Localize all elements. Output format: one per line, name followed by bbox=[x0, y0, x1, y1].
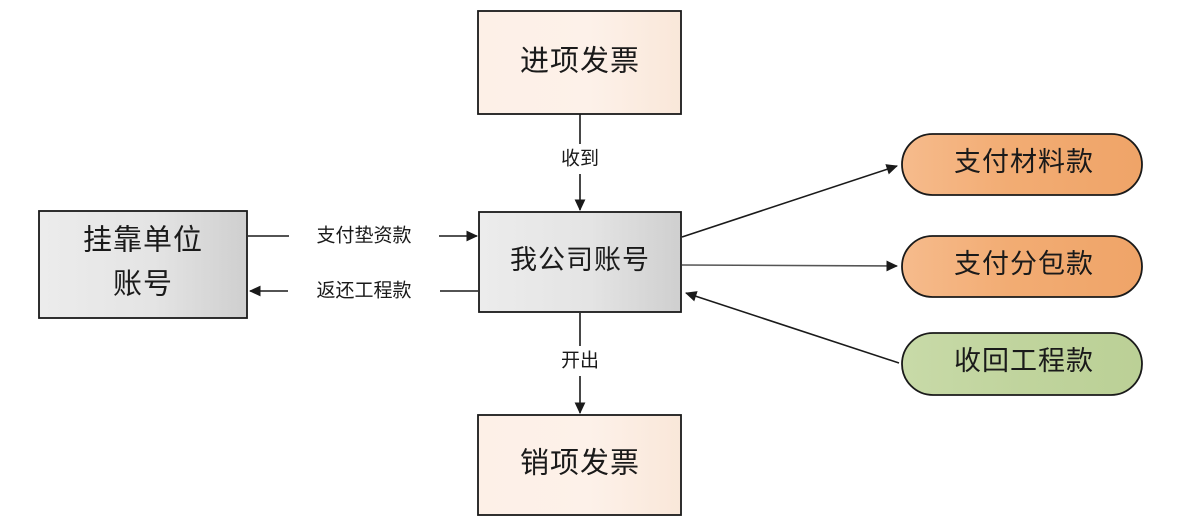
edge-account-to-pay-subcontract bbox=[681, 260, 898, 272]
pay-material-label: 支付材料款 bbox=[954, 147, 1094, 177]
pay-subcontract-node[interactable]: 支付分包款 bbox=[901, 235, 1143, 298]
edge-label-return-payment: 返还工程款 bbox=[316, 279, 411, 301]
affiliate-account-label-line2: 账号 bbox=[113, 269, 173, 301]
my-company-account-shape[interactable] bbox=[478, 211, 682, 313]
input-invoice-node[interactable]: 进项发票 bbox=[477, 10, 682, 115]
pay-material-shape[interactable] bbox=[901, 133, 1143, 196]
pay-subcontract-shape[interactable] bbox=[901, 235, 1143, 298]
input-invoice-shape[interactable] bbox=[477, 10, 682, 115]
recover-project-payment-label: 收回工程款 bbox=[954, 346, 1094, 376]
edge-affiliate-to-account: 支付垫资款 bbox=[248, 224, 478, 246]
pay-subcontract-label: 支付分包款 bbox=[954, 249, 1094, 279]
my-company-account-label: 我公司账号 bbox=[510, 245, 650, 275]
edge-recover-to-account bbox=[685, 291, 900, 364]
output-invoice-shape[interactable] bbox=[477, 414, 682, 516]
edge-label-issue: 开出 bbox=[561, 349, 599, 371]
edge-label-receive: 收到 bbox=[561, 147, 599, 169]
affiliate-account-node[interactable]: 挂靠单位 账号 bbox=[38, 210, 248, 319]
edge-input-invoice-to-account: 收到 bbox=[561, 114, 599, 211]
edge-account-to-pay-material bbox=[681, 164, 898, 238]
edge-layer: 收到 支付垫资款 返还工程款 开出 bbox=[248, 114, 900, 414]
input-invoice-label: 进项发票 bbox=[520, 45, 640, 78]
node-layer: 进项发票 挂靠单位 账号 我公司账号 销项发票 支付材料款 bbox=[38, 10, 1143, 516]
edge-label-advance-payment: 支付垫资款 bbox=[316, 224, 411, 246]
edge-account-to-output-invoice: 开出 bbox=[561, 313, 599, 414]
affiliate-account-label-line1: 挂靠单位 bbox=[83, 224, 203, 257]
affiliate-account-shape[interactable] bbox=[38, 210, 248, 319]
output-invoice-label: 销项发票 bbox=[520, 447, 640, 480]
recover-project-payment-node[interactable]: 收回工程款 bbox=[901, 332, 1143, 396]
my-company-account-node[interactable]: 我公司账号 bbox=[478, 211, 682, 313]
recover-project-payment-shape[interactable] bbox=[901, 332, 1143, 396]
edge-account-to-affiliate: 返还工程款 bbox=[249, 279, 478, 301]
output-invoice-node[interactable]: 销项发票 bbox=[477, 414, 682, 516]
pay-material-node[interactable]: 支付材料款 bbox=[901, 133, 1143, 196]
